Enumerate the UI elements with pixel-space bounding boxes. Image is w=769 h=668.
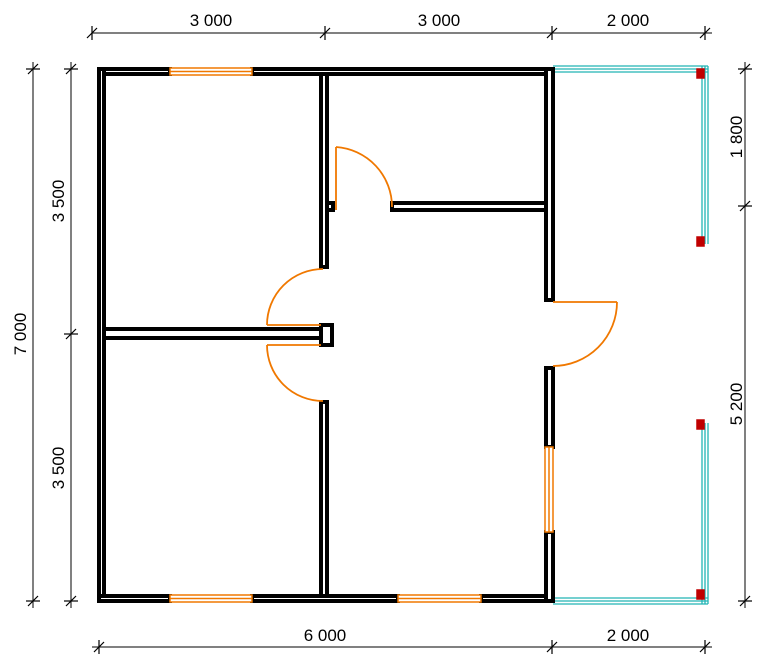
wall-interior-vertical-upper bbox=[319, 72, 329, 269]
door-swing-arc bbox=[266, 344, 324, 402]
dim-left-inner-1: 3 500 bbox=[49, 180, 68, 223]
terrace bbox=[553, 65, 709, 605]
dimension-lines bbox=[26, 26, 752, 654]
dim-ticks-top bbox=[86, 26, 711, 40]
dimension-labels: 3 000 3 000 2 000 6 000 2 000 7 000 3 50… bbox=[11, 11, 746, 645]
windows bbox=[169, 67, 554, 603]
wall-interior-horizontal-right bbox=[390, 201, 548, 212]
wall-interior-vertical-lower bbox=[319, 400, 329, 598]
window-right bbox=[544, 446, 554, 533]
door-swing-arc bbox=[552, 301, 618, 367]
dim-top-3: 2 000 bbox=[607, 11, 650, 30]
window-bottom-right bbox=[397, 594, 482, 603]
dim-left-inner-2: 3 500 bbox=[49, 447, 68, 490]
dim-right-2: 5 200 bbox=[727, 383, 746, 426]
door-bedroom-lower bbox=[266, 344, 324, 402]
wall-exterior-top-right bbox=[250, 67, 555, 76]
wall-interior-vertical-nib bbox=[325, 201, 335, 212]
dim-bottom-2: 2 000 bbox=[607, 626, 650, 645]
terrace-rail-right-upper bbox=[701, 66, 709, 244]
window-bottom-left bbox=[169, 594, 253, 603]
dim-ticks-left-outer bbox=[26, 63, 40, 607]
wall-exterior-bottom-1 bbox=[97, 594, 172, 603]
wall-exterior-top-left bbox=[97, 67, 172, 76]
dim-top-1: 3 000 bbox=[190, 11, 233, 30]
dim-bottom-1: 6 000 bbox=[304, 626, 347, 645]
dim-left-outer: 7 000 bbox=[11, 313, 30, 356]
walls bbox=[97, 67, 555, 603]
door-entry bbox=[552, 301, 618, 367]
terrace-post bbox=[696, 236, 705, 247]
doors bbox=[266, 146, 618, 402]
dim-top-2: 3 000 bbox=[418, 11, 461, 30]
wall-exterior-right-2 bbox=[544, 366, 555, 449]
terrace-post bbox=[696, 68, 705, 79]
wall-exterior-right-1 bbox=[544, 67, 555, 302]
dim-ticks-left-inner bbox=[64, 63, 78, 607]
wall-exterior-bottom-3 bbox=[479, 594, 555, 603]
wall-interior-horizontal-left bbox=[102, 327, 323, 340]
window-top bbox=[169, 67, 253, 76]
wall-exterior-right-3 bbox=[544, 530, 555, 603]
dim-ticks-bottom bbox=[93, 640, 711, 654]
door-swing-arc bbox=[266, 268, 324, 326]
terrace-rail-top bbox=[553, 65, 708, 73]
terrace-rail-bottom bbox=[553, 597, 708, 605]
door-swing-arc bbox=[335, 146, 393, 208]
door-bedroom-upper bbox=[266, 268, 324, 326]
terrace-post bbox=[696, 589, 705, 600]
dim-right-1: 1 800 bbox=[727, 116, 746, 159]
terrace-post bbox=[696, 419, 705, 430]
door-hall-top bbox=[335, 146, 393, 210]
terrace-rail-right-lower bbox=[701, 423, 709, 604]
dim-ticks-right bbox=[738, 63, 752, 607]
